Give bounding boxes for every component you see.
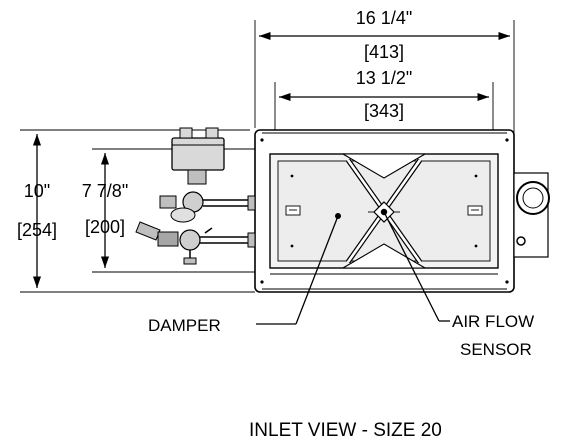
inner-height-mm-label: [200] (85, 217, 125, 237)
air-flow-sensor (340, 153, 428, 269)
overall-width-label: 16 1/4" (356, 8, 412, 28)
inner-width-label: 13 1/2" (356, 68, 412, 88)
side-bracket (513, 172, 550, 258)
inner-height-dimension: 7 7/8" [200] (82, 148, 268, 273)
actuator-assembly (135, 127, 256, 265)
inner-width-dimension: 13 1/2" [343] (274, 68, 494, 160)
view-title: INLET VIEW - SIZE 20 (249, 420, 442, 441)
damper-label: DAMPER (148, 316, 221, 335)
overall-width-mm-label: [413] (364, 42, 404, 62)
overall-width-dimension: 16 1/4" [413] (254, 8, 515, 162)
overall-height-label: 10" (24, 181, 50, 201)
inner-height-label: 7 7/8" (82, 181, 128, 201)
air-flow-sensor-leader (383, 211, 440, 322)
inner-width-mm-label: [343] (364, 101, 404, 121)
overall-height-mm-label: [254] (17, 220, 57, 240)
air-flow-sensor-label-line2: SENSOR (460, 340, 532, 359)
air-flow-sensor-label-line1: AIR FLOW (452, 312, 534, 331)
damper-leader-diagonal (295, 215, 339, 325)
